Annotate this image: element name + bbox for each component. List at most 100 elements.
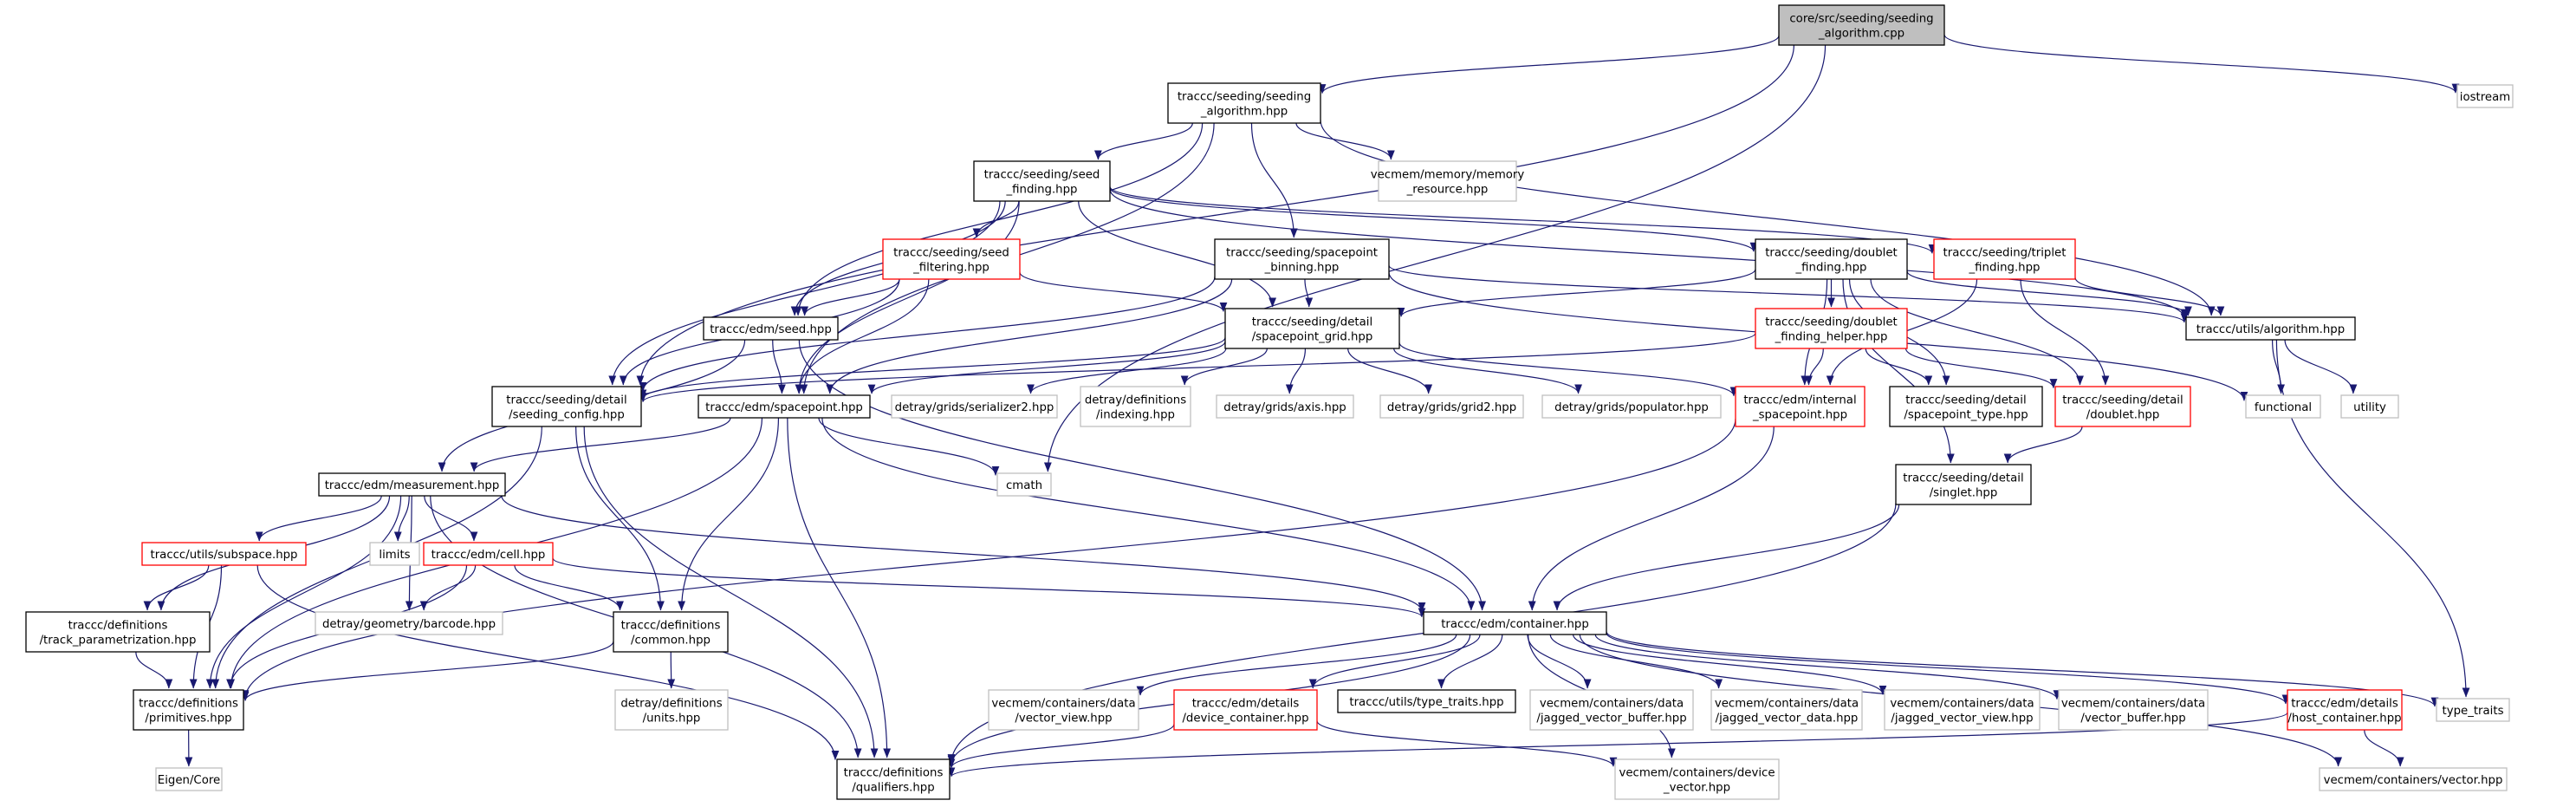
node-label-vecview: /vector_view.hpp — [1015, 713, 1112, 726]
node-label-eigen: Eigen/Core — [158, 774, 220, 787]
edge-dblfind-to-spgrid — [1397, 269, 1756, 317]
edge-seedalg-to-memres — [1295, 122, 1395, 160]
node-label-hostcont: /host_container.hpp — [2287, 713, 2401, 726]
node-label-internalsp: _spacepoint.hpp — [1752, 409, 1847, 422]
node-utilsalg[interactable]: traccc/utils/algorithm.hpp — [2185, 316, 2356, 341]
node-sptype[interactable]: traccc/seeding/detail/spacepoint_type.hp… — [1889, 386, 2043, 427]
node-doublet[interactable]: traccc/seeding/detail/doublet.hpp — [2054, 386, 2191, 427]
edge-seedalg-to-spbin — [1250, 122, 1298, 238]
edge-spgrid-to-internalsp — [1398, 342, 1738, 397]
node-spgrid[interactable]: traccc/seeding/detail/spacepoint_grid.hp… — [1224, 308, 1400, 349]
edge-spgrid-to-seedcfg — [639, 337, 1226, 400]
node-root[interactable]: core/src/seeding/seeding_algorithm.cpp — [1778, 4, 1945, 46]
node-box-devvec — [1614, 758, 1780, 800]
node-box-measurement — [318, 472, 506, 497]
edge-seedalg-to-seedfind — [1094, 122, 1193, 160]
node-box-cell — [423, 542, 554, 566]
node-label-functional: functional — [2255, 401, 2312, 414]
node-seedfilt[interactable]: traccc/seeding/seed_filtering.hpp — [882, 238, 1021, 280]
node-edmsp[interactable]: traccc/edm/spacepoint.hpp — [698, 394, 871, 419]
node-seedcfg[interactable]: traccc/seeding/detail/seeding_config.hpp — [491, 386, 642, 427]
node-box-indexing — [1080, 386, 1191, 427]
node-box-grid2 — [1379, 394, 1524, 419]
node-seedhpp[interactable]: traccc/edm/seed.hpp — [703, 316, 839, 341]
edge-dblfind-to-utilsalg — [1906, 270, 2192, 316]
node-trackparam[interactable]: traccc/definitions/track_parametrization… — [25, 611, 211, 653]
node-label-utility: utility — [2353, 401, 2386, 414]
edge-internalsp-to-primitives — [241, 419, 1736, 700]
node-label-root: core/src/seeding/seeding — [1789, 13, 1933, 26]
node-label-seedalg: traccc/seeding/seeding — [1178, 91, 1311, 104]
node-eigen: Eigen/Core — [155, 767, 223, 791]
node-seedfind[interactable]: traccc/seeding/seed_finding.hpp — [973, 160, 1111, 202]
node-tripfind[interactable]: traccc/seeding/triplet_finding.hpp — [1933, 238, 2076, 280]
node-primitives[interactable]: traccc/definitions/primitives.hpp — [133, 689, 244, 731]
edge-container-to-jvv — [1572, 634, 1887, 695]
node-box-tripfind — [1933, 238, 2076, 280]
edge-tripfind-to-utilsalg — [2074, 277, 2225, 316]
node-hostcont[interactable]: traccc/edm/details/host_container.hpp — [2287, 689, 2403, 731]
node-singlet[interactable]: traccc/seeding/detail/singlet.hpp — [1895, 464, 2032, 505]
node-spbin[interactable]: traccc/seeding/spacepoint_binning.hpp — [1214, 238, 1390, 280]
node-box-jvd — [1710, 689, 1863, 731]
edge-seedalg-to-seedhpp — [794, 122, 1204, 316]
edge-spgrid-to-axis — [1285, 348, 1307, 394]
node-dblhelper[interactable]: traccc/seeding/doublet_finding_helper.hp… — [1755, 308, 1908, 349]
edge-seedfind-to-seedcfg — [608, 200, 1001, 386]
node-label-singlet: /singlet.hpp — [1930, 487, 1998, 500]
node-label-primitives: traccc/definitions — [139, 698, 238, 711]
node-label-jvv: /jagged_vector_view.hpp — [1891, 713, 2033, 726]
edge-container-to-vecbuf — [1594, 634, 2061, 700]
node-label-ser2: detray/grids/serializer2.hpp — [895, 401, 1054, 414]
node-label-jvb: /jagged_vector_buffer.hpp — [1536, 713, 1686, 726]
node-box-vecbuf — [2058, 689, 2209, 731]
node-label-trackparam: /track_parametrization.hpp — [40, 635, 197, 648]
node-box-doublet — [2054, 386, 2191, 427]
edge-spbin-to-seedcfg — [639, 277, 1216, 392]
node-label-jvd: /jagged_vector_data.hpp — [1716, 713, 1859, 726]
edge-subspace-to-qualifiers — [256, 564, 840, 760]
node-internalsp[interactable]: traccc/edm/internal_spacepoint.hpp — [1735, 386, 1865, 427]
node-label-hostcont: traccc/edm/details — [2291, 698, 2398, 711]
node-box-seedfilt — [882, 238, 1021, 280]
node-box-seedfind — [973, 160, 1111, 202]
node-vecview: vecmem/containers/data/vector_view.hpp — [988, 689, 1139, 731]
node-jvb: vecmem/containers/data/jagged_vector_buf… — [1529, 689, 1694, 731]
edge-dblhelper-to-doublet — [1904, 348, 2058, 389]
node-label-seedcfg: traccc/seeding/detail — [506, 394, 626, 407]
node-subspace[interactable]: traccc/utils/subspace.hpp — [141, 542, 307, 566]
node-box-spbin — [1214, 238, 1390, 280]
node-measurement[interactable]: traccc/edm/measurement.hpp — [318, 472, 506, 497]
node-label-indexing: /indexing.hpp — [1096, 409, 1175, 422]
edge-root-to-seedalg — [1318, 35, 1780, 94]
edge-edmsp-to-container — [821, 417, 1476, 611]
node-label-jvb: vecmem/containers/data — [1540, 698, 1684, 711]
node-label-edmsp: traccc/edm/spacepoint.hpp — [705, 401, 863, 414]
edge-spgrid-to-grid2 — [1347, 348, 1433, 394]
node-dblfind[interactable]: traccc/seeding/doublet_finding.hpp — [1755, 238, 1908, 280]
edge-utilsalg-to-functional — [2271, 339, 2285, 394]
node-common[interactable]: traccc/definitions/common.hpp — [613, 611, 729, 653]
node-seedalg[interactable]: traccc/seeding/seeding_algorithm.hpp — [1167, 82, 1321, 124]
node-label-populator: detray/grids/populator.hpp — [1554, 401, 1709, 414]
node-devcont[interactable]: traccc/edm/details/device_container.hpp — [1173, 689, 1318, 731]
node-label-spbin: _binning.hpp — [1264, 262, 1340, 275]
node-container[interactable]: traccc/edm/container.hpp — [1423, 611, 1607, 635]
node-vecbuf: vecmem/containers/data/vector_buffer.hpp — [2058, 689, 2209, 731]
edge-hostcont-to-vector — [2364, 729, 2404, 767]
node-box-seedalg — [1167, 82, 1321, 124]
node-box-vecview — [988, 689, 1139, 731]
node-label-grid2: detray/grids/grid2.hpp — [1387, 401, 1516, 414]
node-cell[interactable]: traccc/edm/cell.hpp — [423, 542, 554, 566]
node-label-sptype: traccc/seeding/detail — [1905, 394, 2026, 407]
node-typetraitshpp[interactable]: traccc/utils/type_traits.hpp — [1337, 689, 1516, 713]
node-units: detray/definitions/units.hpp — [614, 689, 729, 731]
edge-edmsp-to-qualifiers — [787, 417, 892, 758]
edge-seedcfg-to-common — [575, 426, 665, 611]
edge-dblfind-to-doublet — [1870, 278, 2084, 386]
edge-utilsalg-to-typetraits — [2275, 339, 2470, 698]
node-qualifiers[interactable]: traccc/definitions/qualifiers.hpp — [836, 758, 951, 800]
node-box-iostream — [2456, 84, 2514, 108]
node-label-units: detray/definitions — [620, 698, 722, 711]
node-jvv: vecmem/containers/data/jagged_vector_vie… — [1884, 689, 2041, 731]
